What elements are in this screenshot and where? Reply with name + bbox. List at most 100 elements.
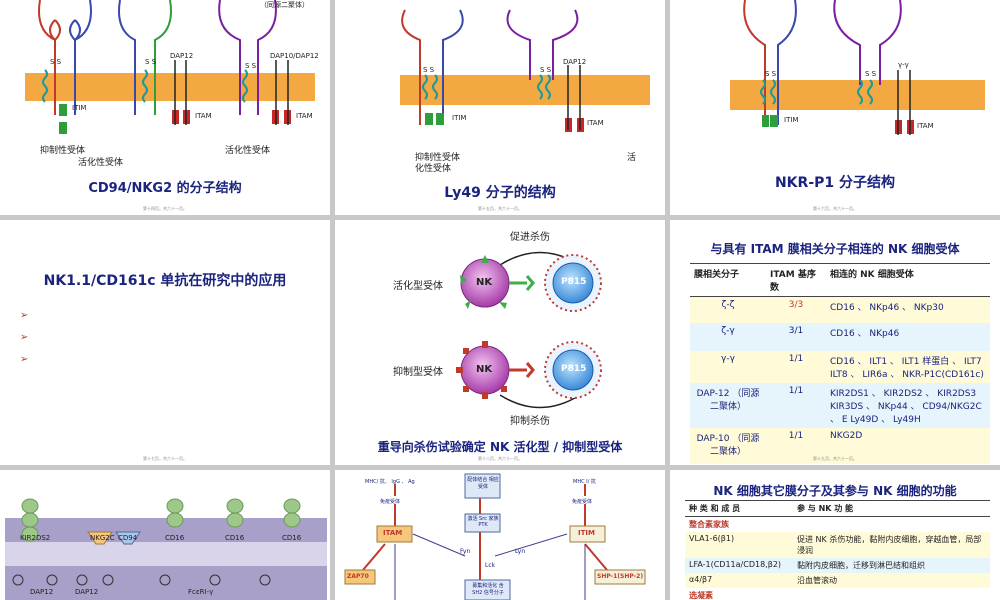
itim-label: ITIM <box>784 116 799 124</box>
shp-label: SHP-1(SHP-2) <box>597 573 644 580</box>
slide-nk11-cd161c[interactable]: NK1.1/CD161c 单抗在研究中的应用 ➢ ➢ ➢ 第十七页，共六十一页。 <box>0 220 330 465</box>
slide-receptor-membrane[interactable]: KIR2DS2 NKG2C CD94 CD16 CD16 CD16 DAP12 … <box>0 470 330 600</box>
table-cell: DAP-10 （同源二聚体） <box>696 433 760 457</box>
table-cell: γ-γ <box>721 353 735 364</box>
ss-label: S S <box>245 62 257 70</box>
itim-label: ITIM <box>578 529 595 537</box>
column-header: 种 类 和 成 员 <box>689 504 741 513</box>
ss-label: S S <box>423 66 435 74</box>
table-cell: 1/1 <box>788 430 804 441</box>
column-header: 膜相关分子 <box>694 270 740 280</box>
table-row: γ-γ 1/1 CD16 、 ILT1 、 ILT1 样蛋白 、 ILT7 IL… <box>690 350 990 383</box>
table-cell: CD16 、 ILT1 、 ILT1 样蛋白 、 ILT7 ILT8 、 LIR… <box>830 356 984 380</box>
ss-label: S S <box>145 58 157 66</box>
activating-receptor-label: 活化型受体 <box>393 281 443 292</box>
table-row: LFA-1(CD11a/CD18,β2) 黏附内皮细胞，迁移到淋巴结和组织 <box>685 558 990 573</box>
itam-label: ITAM <box>383 529 403 537</box>
dap10-dap12-label: DAP10/DAP12 <box>270 52 319 60</box>
ss-label: S S <box>540 66 552 74</box>
bullet: ➢ <box>20 332 29 343</box>
page-number: 第十五页，共六十一页。 <box>478 206 522 211</box>
receptor-label: KIR2DS2 <box>20 534 51 542</box>
adapter-label: FcεRI-γ <box>188 588 214 596</box>
p815-cell-label: P815 <box>561 364 587 374</box>
receptor-label: CD16 <box>225 534 245 542</box>
inhibitory-receptor-label: 抑制型受体 <box>393 367 443 378</box>
bullet-list: ➢ ➢ ➢ <box>20 305 28 371</box>
fyn-label: Fyn <box>460 548 471 555</box>
table-cell: 促进 NK 杀伤功能，黏附内皮细胞，穿越血管，局部浸润 <box>797 535 982 555</box>
table-cell: 沿血管滚动 <box>797 576 837 585</box>
receptor-label: NKG2C <box>90 534 115 542</box>
inhibit-killing-label: 抑制杀伤 <box>510 416 550 427</box>
table-cell: LFA-1(CD11a/CD18,β2) <box>689 560 782 569</box>
section-row: 选凝素 <box>685 588 990 600</box>
slide-title: 与具有 ITAM 膜相关分子相连的 NK 细胞受体 <box>710 242 960 256</box>
table-row: ζ-ζ 3/3 CD16 、 NKp46 、 NKp30 <box>690 296 990 323</box>
page-number: 第十九页，共六十一页。 <box>813 456 857 461</box>
table-header-row: 种 类 和 成 员 参 与 NK 功 能 <box>685 500 990 517</box>
page-number: 第十六页，共六十一页。 <box>813 206 857 211</box>
ss-label: S S <box>765 70 777 78</box>
activating-receptor-label: 活化性受体 <box>225 146 271 156</box>
page-number: 第十七页，共六十一页。 <box>143 456 187 461</box>
column-header: ITAM 基序数 <box>770 270 816 293</box>
immune-receptor-label: 免疫受体 <box>380 499 401 505</box>
table-cell: VLA1-6(β1) <box>689 534 735 543</box>
itam-label: ITAM <box>195 112 212 120</box>
table-row: DAP-10 （同源二聚体） 1/1 NKG2D <box>690 427 990 464</box>
signaling-pathway-diagram <box>344 473 646 600</box>
slide-nk-membrane-molecules[interactable]: NK 细胞其它膜分子及其参与 NK 细胞的功能 种 类 和 成 员 参 与 NK… <box>670 470 1000 600</box>
recruit-label: 募集和活化 含 SH2 信号分子 <box>472 583 504 596</box>
slide-signaling-pathway[interactable]: MHC/ 抗、 IgG 、 Ag 配体结合 相应受体 MHC I/ 抗 免疫受体… <box>335 470 665 600</box>
table-cell: 1/1 <box>788 385 804 396</box>
slide-ly49[interactable]: S S S S DAP12 ITIM ITAM 抑制性受体 化性受体 活 Ly4… <box>335 0 665 215</box>
table-cell: NKG2D <box>830 430 863 441</box>
nk-cell-label: NK <box>476 364 493 375</box>
ss-label: S S <box>50 58 62 66</box>
slide-redirected-killing[interactable]: 促进杀伤 活化型受体 抑制型受体 NK NK P815 P815 抑制杀伤 重导… <box>335 220 665 465</box>
p815-cell-label: P815 <box>561 277 587 287</box>
ss-label: S S <box>865 70 877 78</box>
section-label: 整合素家族 <box>689 520 729 529</box>
membrane-receptor-diagram <box>5 498 327 600</box>
nk-cell-label: NK <box>476 277 493 288</box>
itam-receptor-table: 膜相关分子 ITAM 基序数 相连的 NK 细胞受体 ζ-ζ 3/3 CD16 … <box>690 263 990 464</box>
slide-title: CD94/NKG2 的分子结构 <box>88 181 242 196</box>
slide-nkr-p1[interactable]: S S S S γ-γ ITIM ITAM NKR-P1 分子结构 第十六页，共… <box>670 0 1000 215</box>
zap70-label: ZAP70 <box>347 573 369 580</box>
adapter-label: DAP12 <box>30 588 54 596</box>
table-row: α4/β7 沿血管滚动 <box>685 573 990 588</box>
bullet: ➢ <box>20 310 29 321</box>
table-row: DAP-12 （同源二聚体） 1/1 KIR2DS1 、 KIR2DS2 、 K… <box>690 382 990 428</box>
adapter-label: DAP12 <box>75 588 99 596</box>
slide-title: NK 细胞其它膜分子及其参与 NK 细胞的功能 <box>713 484 957 498</box>
slide-title: NKR-P1 分子结构 <box>774 175 896 191</box>
dap12-label: DAP12 <box>170 52 194 60</box>
table-cell: DAP-12 （同源二聚体） <box>696 388 760 412</box>
homodimer-label: （同源二聚体） <box>260 1 309 9</box>
immune-receptor-label: 免疫受体 <box>572 499 593 505</box>
column-header: 相连的 NK 细胞受体 <box>830 270 914 280</box>
slide-title: Ly49 分子的结构 <box>444 185 556 201</box>
table-header-row: 膜相关分子 ITAM 基序数 相连的 NK 细胞受体 <box>690 263 990 297</box>
cd94-nkg2-diagram <box>25 0 315 134</box>
column-header: 参 与 NK 功 能 <box>797 504 854 513</box>
inhibitory-receptor-label: 抑制性受体 <box>415 153 461 163</box>
itam-label: ITAM <box>587 119 604 127</box>
slide-itam-receptors[interactable]: 与具有 ITAM 膜相关分子相连的 NK 细胞受体 膜相关分子 ITAM 基序数… <box>670 220 1000 465</box>
receptor-label: CD94 <box>118 534 138 542</box>
ligand-binding-label: 配体结合 相应受体 <box>467 477 499 490</box>
table-cell: ζ-ζ <box>721 300 735 310</box>
slide-cd94-nkg2[interactable]: （同源二聚体） S S S S S S DAP12 DAP10/DAP12 IT… <box>0 0 330 215</box>
ly49-diagram <box>400 9 650 132</box>
activating-receptor-label: 化性受体 <box>415 164 452 174</box>
table-cell: KIR2DS1 、 KIR2DS2 、 KIR2DS3 KIR3DS 、 NKp… <box>830 388 982 425</box>
section-label: 选凝素 <box>689 591 713 600</box>
table-cell: α4/β7 <box>689 575 713 584</box>
itim-label: ITIM <box>72 104 87 112</box>
slide-title: 重导向杀伤试验确定 NK 活化型 / 抑制型受体 <box>377 440 623 454</box>
section-row: 整合素家族 <box>685 517 990 533</box>
mhc-label: MHC I/ 抗 <box>573 479 596 485</box>
table-cell: 3/1 <box>788 325 804 336</box>
